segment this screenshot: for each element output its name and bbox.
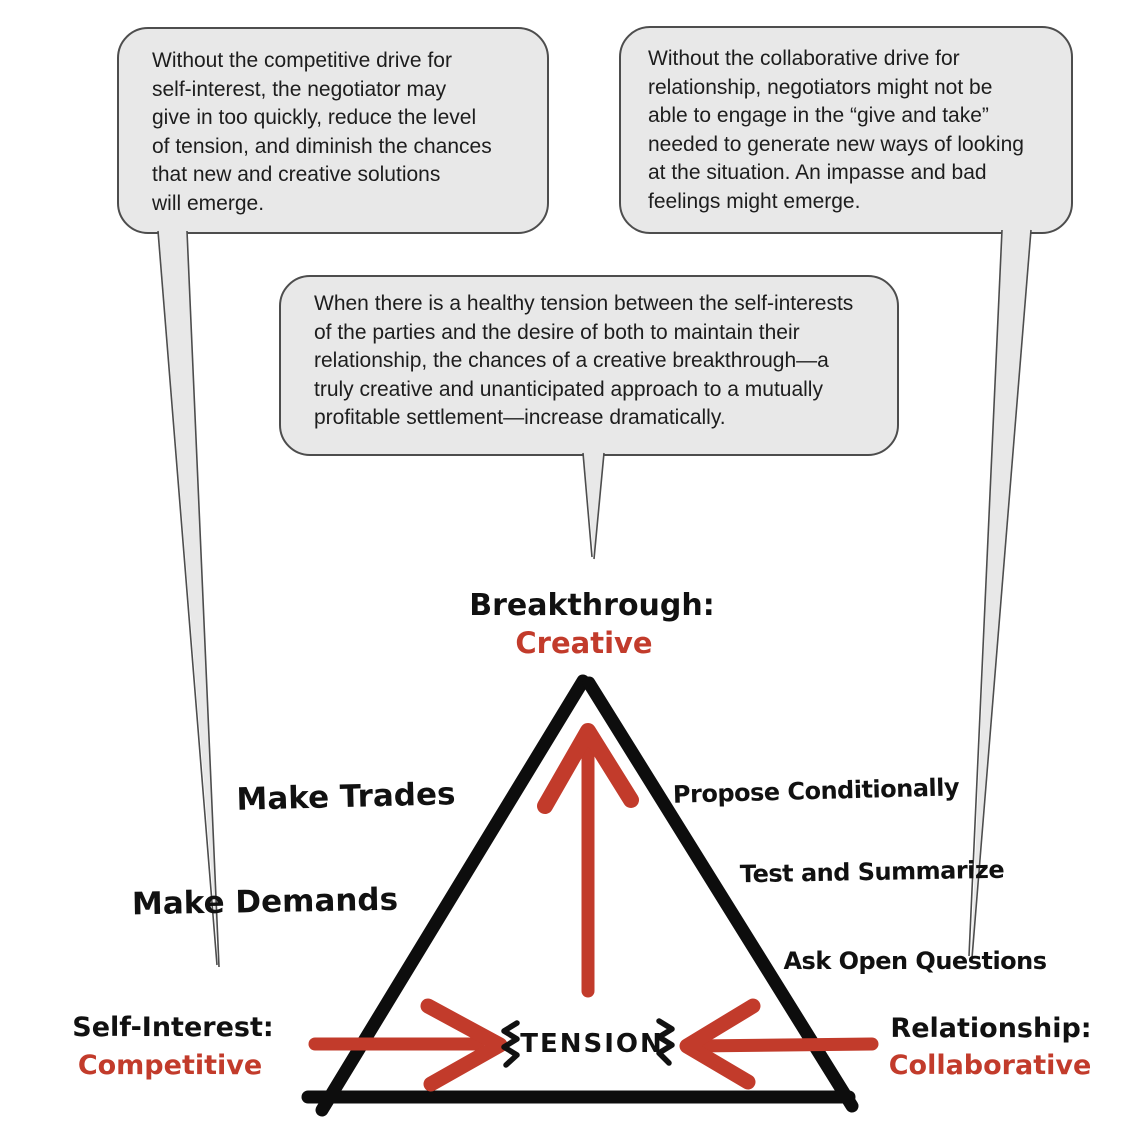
ask-open-questions-label: Ask Open Questions — [783, 947, 1047, 975]
bubble-right-text: Without the collaborative drive for rela… — [648, 47, 1024, 213]
breakthrough-label: Breakthrough: — [469, 588, 715, 623]
self-interest-label: Self-Interest: — [72, 1012, 274, 1043]
left-inward-arrow-icon — [308, 998, 508, 1092]
test-and-summarize-label: Test and Summarize — [739, 855, 1005, 889]
speech-bubble-right — [619, 26, 1073, 234]
collaborative-label: Collaborative — [888, 1050, 1092, 1081]
bubble-left-text: Without the competitive drive for self-i… — [152, 49, 492, 215]
make-demands-label: Make Demands — [131, 881, 399, 923]
speech-bubble-right-tail — [968, 221, 1032, 959]
relationship-label: Relationship: — [890, 1013, 1092, 1044]
speech-bubble-middle-tail — [582, 447, 605, 560]
creative-label: Creative — [515, 626, 653, 660]
squiggle-bracket-left-icon — [501, 1020, 520, 1068]
upward-arrow-icon — [537, 723, 639, 998]
right-inward-arrow-icon — [679, 998, 879, 1090]
tension-label: TENSION — [520, 1029, 664, 1059]
bubble-middle-text: When there is a healthy tension between … — [314, 292, 854, 429]
squiggle-bracket-right-icon — [656, 1018, 675, 1066]
speech-bubble-left-tail — [157, 222, 220, 968]
competitive-label: Competitive — [77, 1050, 263, 1081]
speech-bubble-left — [117, 27, 549, 234]
